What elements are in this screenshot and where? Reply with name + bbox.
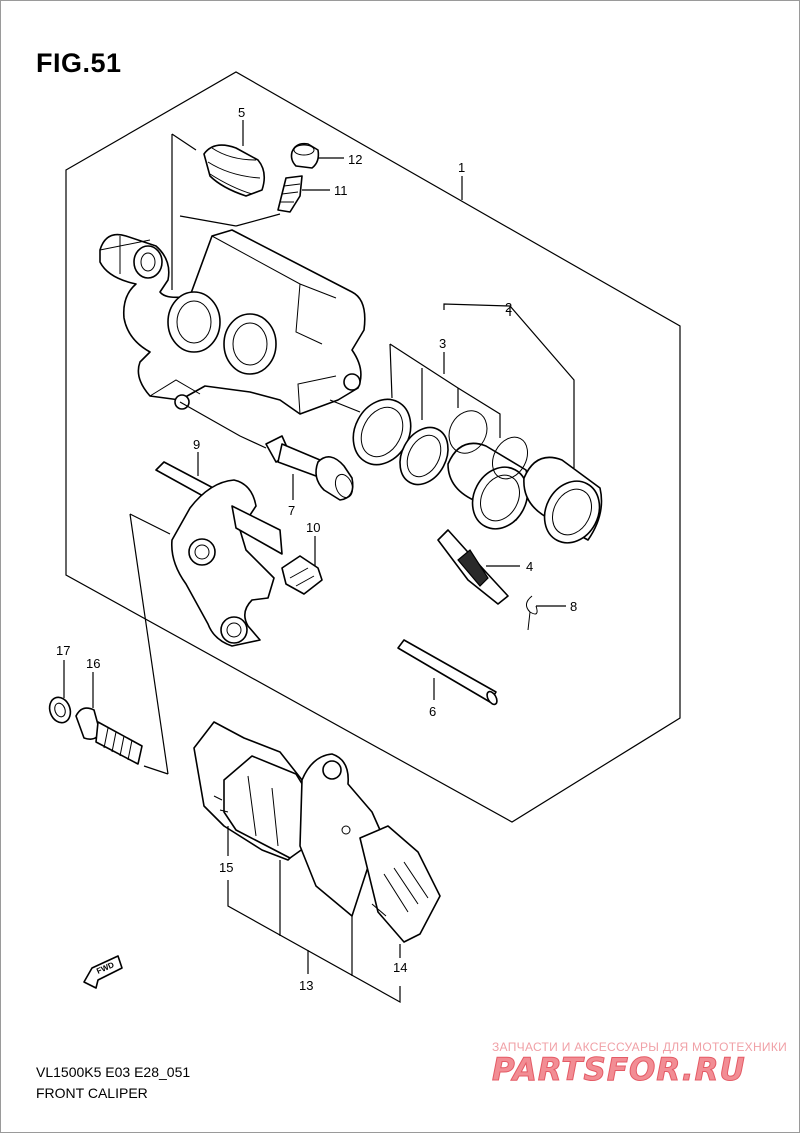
svg-text:2: 2 — [505, 300, 512, 315]
callout-15: 15 — [219, 826, 233, 875]
diagram-code: VL1500K5 E03 E28_051 — [36, 1064, 191, 1080]
svg-text:7: 7 — [288, 503, 295, 518]
svg-text:9: 9 — [193, 437, 200, 452]
caliper-body[interactable] — [99, 229, 366, 415]
assembly-boundary — [65, 71, 681, 823]
svg-text:3: 3 — [439, 336, 446, 351]
watermark-logo: PARTSFOR.RU — [492, 1052, 746, 1089]
watermark-caption: ЗАПЧАСТИ И АКСЕССУАРЫ ДЛЯ МОТОТЕХНИКИ — [492, 1040, 788, 1054]
callout-4: 4 — [486, 559, 533, 574]
piston-seal-small-3[interactable] — [390, 419, 457, 493]
slide-pin-7[interactable] — [179, 401, 356, 501]
caliper-bracket-9[interactable] — [129, 461, 283, 775]
callout-14: 14 — [393, 944, 407, 975]
svg-text:4: 4 — [526, 559, 533, 574]
pad-pin-6[interactable] — [397, 639, 499, 706]
svg-text:1: 1 — [458, 160, 465, 175]
washer-17[interactable] — [46, 694, 74, 725]
svg-text:16: 16 — [86, 656, 100, 671]
fwd-arrow-icon: FWD — [83, 955, 123, 989]
pad-spring-4[interactable] — [437, 529, 509, 605]
brake-pad-13[interactable] — [299, 753, 381, 917]
brake-pad-15[interactable] — [193, 721, 313, 861]
callout-11: 11 — [302, 183, 348, 198]
svg-text:12: 12 — [348, 152, 362, 167]
bleeder-cap-12[interactable] — [290, 142, 320, 169]
piston-2-right[interactable] — [486, 431, 610, 552]
dust-boot-5[interactable] — [171, 133, 266, 290]
callout-9: 9 — [193, 437, 200, 476]
figure-title: FIG.51 — [36, 48, 122, 78]
callout-16: 16 — [86, 656, 100, 708]
bleeder-screw-11[interactable] — [179, 175, 303, 227]
svg-text:13: 13 — [299, 978, 313, 993]
callout-17: 17 — [56, 643, 70, 698]
callout-1: 1 — [458, 160, 465, 200]
callout-3: 3 — [439, 336, 446, 374]
svg-text:6: 6 — [429, 704, 436, 719]
svg-text:10: 10 — [306, 520, 320, 535]
svg-text:15: 15 — [219, 860, 233, 875]
piston-2-left[interactable] — [442, 404, 538, 538]
svg-text:8: 8 — [570, 599, 577, 614]
svg-text:14: 14 — [393, 960, 407, 975]
svg-text:5: 5 — [238, 105, 245, 120]
svg-text:11: 11 — [334, 183, 348, 198]
callout-7: 7 — [288, 474, 295, 518]
pad-shim-14[interactable] — [359, 825, 441, 943]
callout-8: 8 — [536, 599, 577, 614]
svg-text:17: 17 — [56, 643, 70, 658]
callout-13: 13 — [227, 860, 401, 1004]
callout-10: 10 — [306, 520, 320, 566]
callout-12: 12 — [318, 152, 362, 167]
callout-5: 5 — [238, 105, 245, 146]
pad-pin-clip-8[interactable] — [526, 595, 538, 631]
diagram-name: FRONT CALIPER — [36, 1085, 148, 1101]
callout-6: 6 — [429, 678, 436, 719]
mounting-bolt-16[interactable] — [75, 707, 143, 765]
callout-2: 2 — [505, 300, 512, 316]
spring-clip-10[interactable] — [281, 555, 323, 595]
